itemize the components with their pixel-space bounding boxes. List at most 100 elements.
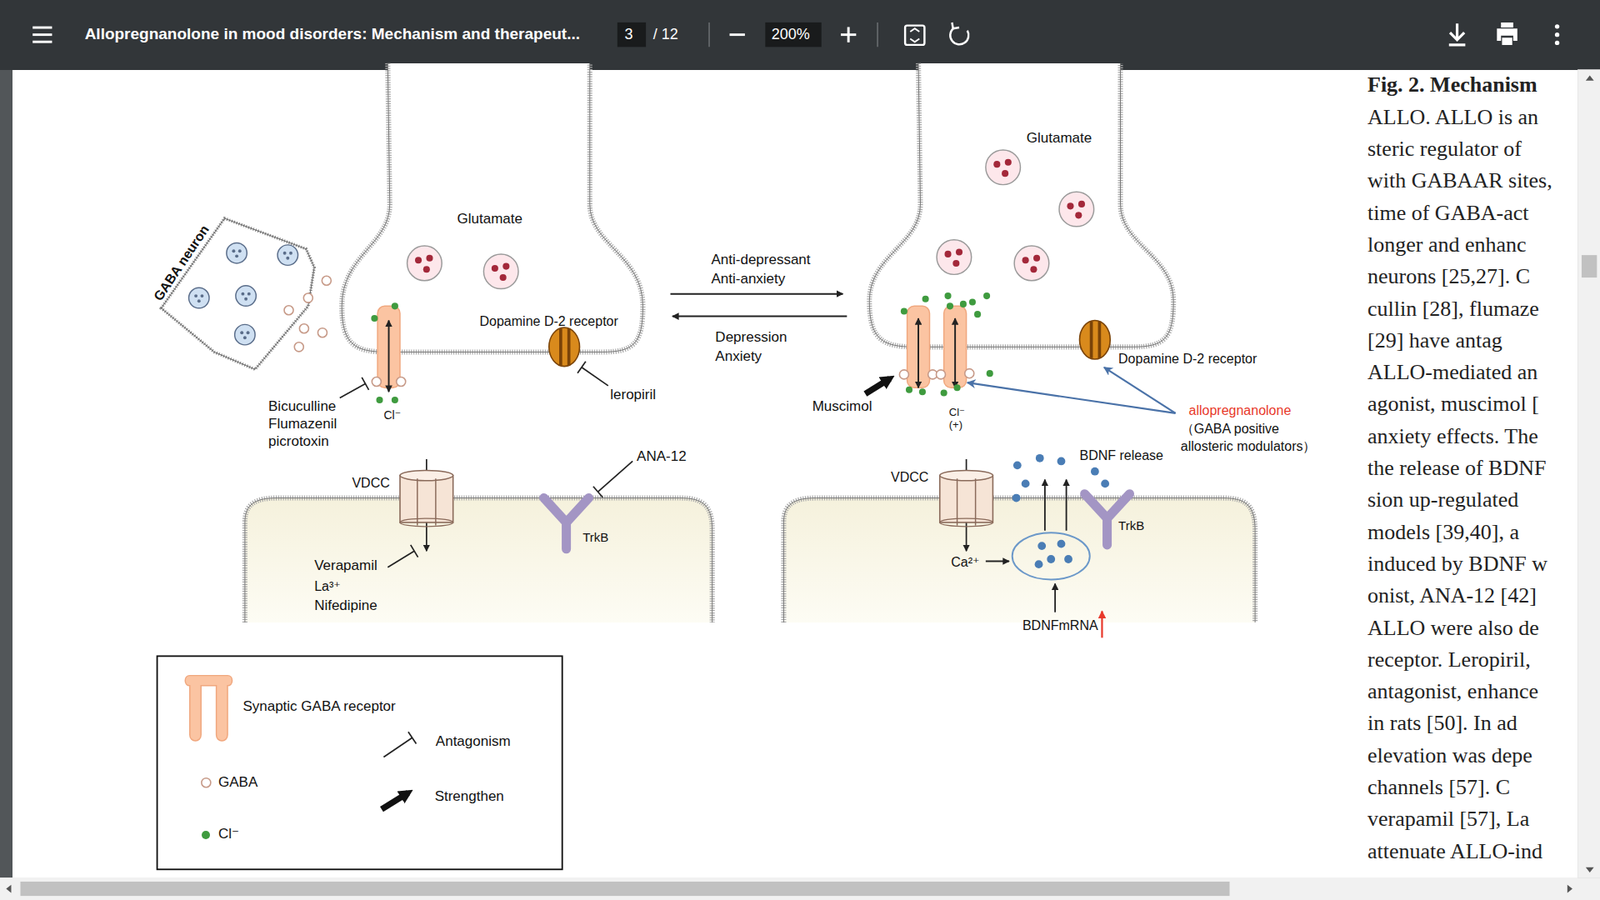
figure-use — [944, 305, 967, 388]
figure-use — [919, 388, 926, 395]
figure-use — [303, 293, 313, 303]
figure-rect — [1581, 255, 1597, 278]
body-text-line: induced by BDNF w — [1367, 550, 1548, 577]
figure-use — [549, 327, 580, 367]
figure-line — [865, 378, 890, 394]
figure-label: （GABA positive — [1180, 420, 1280, 437]
figure-circle — [1057, 540, 1066, 549]
figure-line — [672, 315, 847, 318]
figure-circle — [1090, 467, 1100, 476]
figure-label: TrkB — [1118, 518, 1145, 534]
figure-label: Verapamil — [314, 557, 378, 575]
body-text-line: sion up-regulated — [1367, 486, 1519, 513]
figure-label: BDNFmRNA — [1022, 617, 1099, 634]
figure-use — [900, 307, 908, 315]
figure-line — [410, 545, 419, 558]
toolbar-text: 200% — [771, 25, 810, 45]
figure-label: Ca²⁺ — [950, 554, 980, 570]
figure-line — [1054, 583, 1056, 612]
figure-line — [708, 22, 710, 47]
figure-circle — [201, 778, 211, 788]
figure-rect — [617, 22, 646, 47]
figure-label: VDCC — [351, 475, 390, 491]
body-text-line: with GABAAR sites, — [1367, 167, 1553, 194]
body-text-line: verapamil [57], La — [1367, 805, 1530, 832]
figure-use — [294, 342, 304, 352]
legend-text: Strengthen — [435, 788, 505, 805]
legend-text: Antagonism — [435, 733, 511, 750]
figure-circle — [1037, 541, 1046, 550]
figure-line — [1104, 367, 1176, 414]
figure-circle — [1012, 494, 1021, 503]
figure-rect — [157, 655, 563, 870]
figure-use — [396, 376, 406, 386]
figure-label: Dopamine D-2 receptor — [480, 313, 619, 330]
figure-path — [1585, 75, 1595, 873]
figure-label: Nifedipine — [314, 597, 378, 615]
figure-label: Bicuculline — [268, 398, 336, 415]
body-text-line: onist, ANA-12 [42] — [1367, 582, 1537, 609]
figure-use — [189, 287, 210, 308]
figure-label: BDNF release — [1080, 447, 1164, 464]
figure-line — [847, 26, 850, 42]
figure-path — [783, 498, 1255, 623]
figure-line — [32, 26, 52, 30]
figure-use — [391, 302, 399, 310]
body-text-line: ALLO. ALLO is an — [1367, 104, 1539, 130]
figure-label: Anti-anxiety — [710, 270, 785, 288]
figure-use — [1080, 320, 1111, 360]
figure-circle — [1100, 480, 1110, 489]
figure-g — [1012, 454, 1110, 569]
figure-use — [940, 470, 994, 526]
figure-use — [905, 386, 913, 394]
legend-text: Cl⁻ — [218, 825, 240, 843]
figure-line — [581, 367, 609, 386]
body-text-line: Fig. 2. Mechanism — [1367, 71, 1538, 98]
figure-g — [383, 731, 416, 757]
figure-label: allosteric modulators） — [1180, 438, 1317, 455]
figure-line — [32, 33, 52, 36]
figure-line — [408, 731, 417, 744]
body-text-line: longer and enhanc — [1367, 231, 1527, 258]
figure-path — [869, 63, 1174, 347]
legend-text: GABA — [218, 774, 258, 791]
figure-label: VDCC — [890, 469, 929, 485]
figure-path — [185, 675, 232, 741]
figure-label: Anxiety — [715, 348, 762, 365]
body-text-line: cullin [28], flumaze — [1367, 295, 1540, 322]
figure-circle — [1555, 40, 1560, 45]
figure-label: leropiril — [610, 386, 656, 404]
body-text-line: agonist, muscimol [ — [1367, 390, 1540, 417]
figure-path — [910, 28, 920, 42]
figure-g — [32, 22, 1465, 45]
figure-circle — [1021, 480, 1030, 489]
figure-line — [593, 486, 603, 498]
figure-circle — [1555, 24, 1560, 29]
figure-use — [960, 300, 967, 308]
figure-path — [245, 498, 713, 623]
figure-use — [400, 470, 454, 526]
figure-rect — [0, 877, 1600, 900]
figure-label: ANA-12 — [636, 448, 687, 465]
figure-use — [946, 302, 954, 310]
pdf-page — [12, 70, 1578, 879]
figure-circle — [1057, 457, 1066, 466]
body-text-line: time of GABA-act — [1367, 200, 1530, 226]
figure-label: Flumazenil — [268, 415, 337, 433]
figure-use — [985, 150, 1021, 185]
body-text-line: ALLO-mediated an — [1367, 359, 1538, 385]
body-text-line: receptor. Leropiril, — [1367, 646, 1531, 673]
figure-g — [340, 361, 633, 568]
figure-line — [1044, 480, 1046, 531]
body-text-line: channels [57]. C — [1367, 774, 1510, 800]
figure-use — [936, 240, 972, 275]
figure-label: Glutamate — [457, 210, 523, 228]
figure-label: Dopamine D-2 receptor — [1118, 350, 1257, 367]
legend-text: Synaptic GABA receptor — [242, 698, 395, 715]
figure-use — [954, 384, 961, 391]
figure-use — [1059, 191, 1095, 227]
body-text-line: anxiety effects. The — [1367, 423, 1539, 450]
figure-path — [951, 22, 960, 29]
